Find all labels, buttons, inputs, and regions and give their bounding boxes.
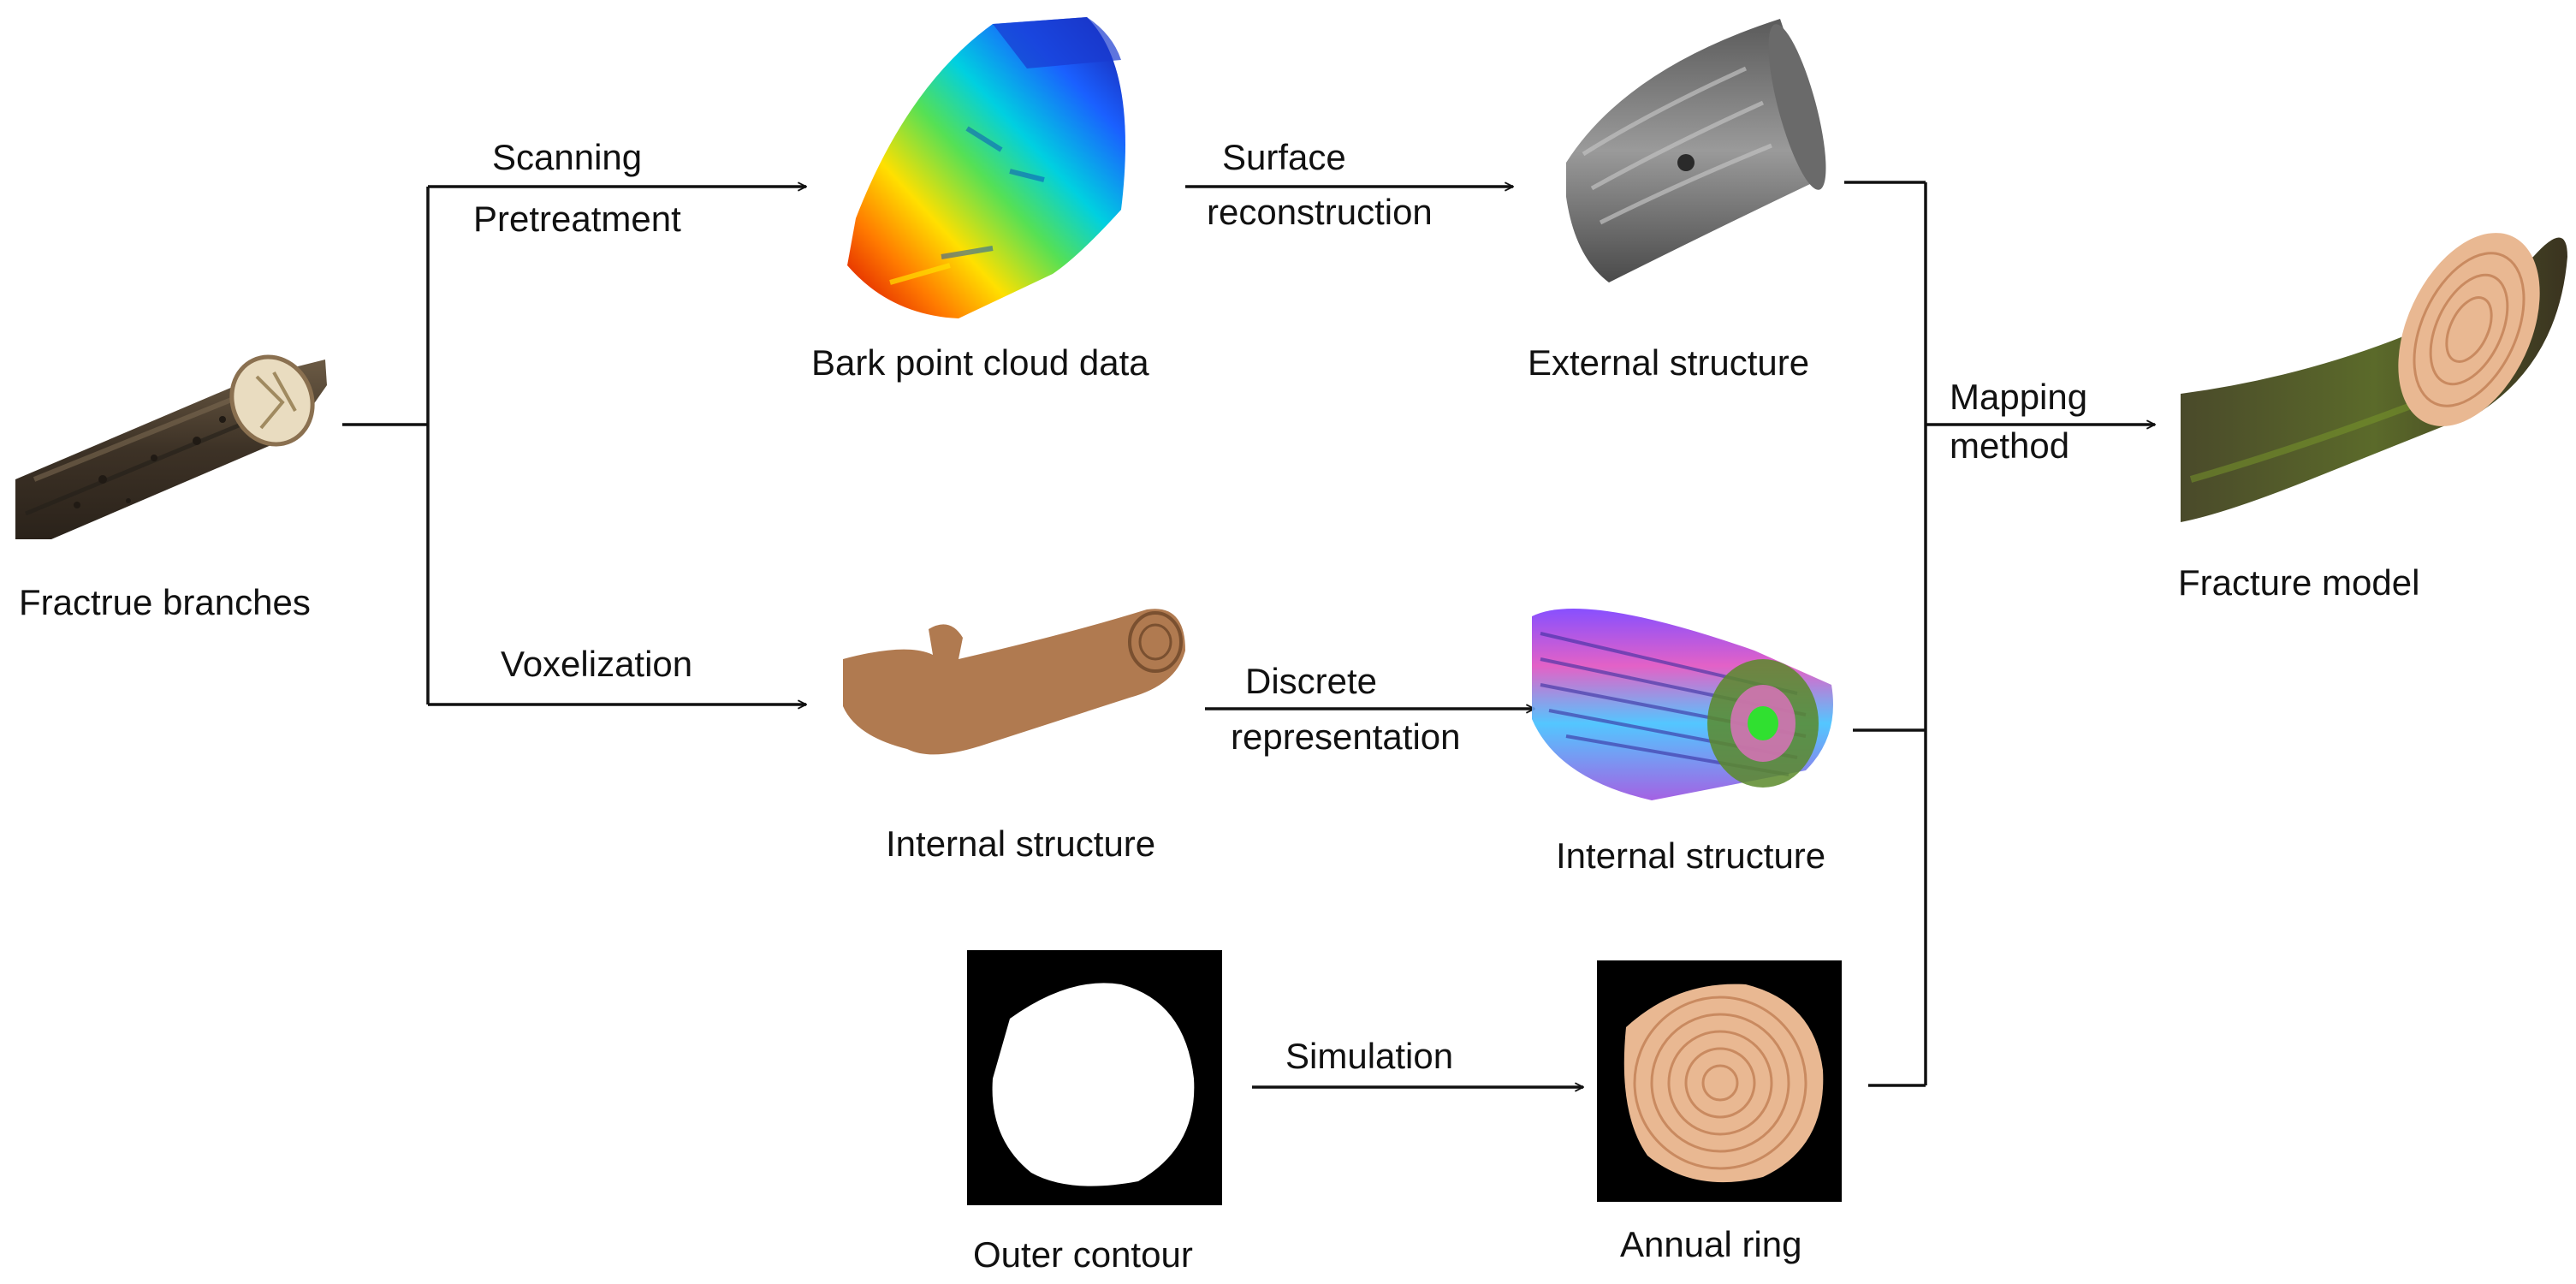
outer-contour-label: Outer contour [973,1234,1193,1275]
internal-structure-discrete-image [1532,609,1833,800]
internal-structure-discrete-label: Internal structure [1556,835,1825,876]
fracture-model-image [2181,233,2567,522]
bark-point-cloud-image [847,17,1125,318]
scanning-label: Scanning [492,137,642,177]
pretreatment-label: Pretreatment [473,199,681,239]
connectors [342,181,2155,1087]
outer-contour-image [967,950,1222,1205]
surface-label: Surface [1222,137,1346,177]
internal-structure-voxel-label: Internal structure [886,823,1155,864]
simulation-label: Simulation [1285,1036,1453,1076]
voxelization-label: Voxelization [501,644,692,684]
external-structure-label: External structure [1528,342,1809,383]
internal-structure-voxel-image [843,609,1185,755]
reconstruction-label: reconstruction [1207,192,1433,232]
external-structure-image [1566,19,1826,282]
mapping-label: Mapping [1950,377,2087,417]
discrete-label: Discrete [1245,661,1377,701]
fracture-branches-label: Fractrue branches [19,582,311,622]
representation-label: representation [1231,716,1461,757]
fracture-branches-image [15,354,327,539]
method-label: method [1950,425,2069,466]
bark-point-cloud-label: Bark point cloud data [811,342,1149,383]
annual-ring-image [1597,960,1842,1202]
fracture-model-label: Fracture model [2178,562,2419,603]
annual-ring-label: Annual ring [1620,1224,1801,1264]
